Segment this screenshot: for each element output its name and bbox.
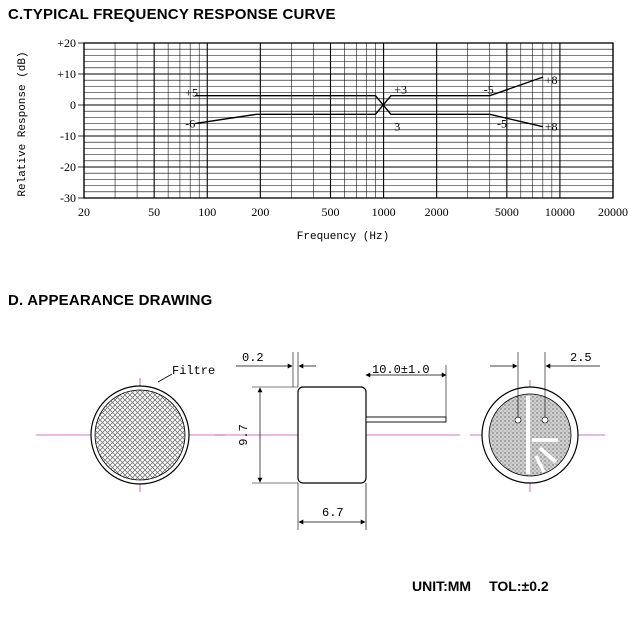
y-tick-label: +20 [57,36,76,50]
unit-tolerance-note: UNIT:MM TOL:±0.2 [412,578,567,594]
side-view: 0.2 10.0±1.0 9.7 6.7 [215,351,460,530]
curve-annotation: 3 [394,120,400,134]
back-view: 2.5 [470,351,605,492]
pin [365,416,447,423]
x-tick-label: 5000 [495,205,519,219]
x-tick-label: 100 [198,205,216,219]
y-tick-label: 0 [70,98,76,112]
curve-annotation: -6 [185,117,195,131]
chart-annotations: +5 -6 +3 3 -5 -5 +8 +8 [185,73,557,134]
curve-section-title: C.TYPICAL FREQUENCY RESPONSE CURVE [8,6,336,23]
front-view: Filtre [36,364,225,492]
width-dimension: 6.7 [322,506,344,520]
capsule-body [297,386,367,484]
y-tick-label: -30 [60,191,76,205]
x-tick-label: 20000 [598,205,628,219]
tolerance-label: TOL:±0.2 [489,578,549,594]
response-line-2 [194,94,543,128]
x-tick-label: 20 [78,205,90,219]
curve-annotation: +3 [394,83,407,97]
x-axis-label: Frequency (Hz) [297,231,389,243]
x-tick-label: 10000 [545,205,575,219]
filter-mesh [94,389,186,481]
curve-annotation: -5 [484,83,494,97]
height-dimension: 9.7 [237,424,251,446]
x-tick-label: 500 [322,205,340,219]
drawing-section-title: D. APPEARANCE DRAWING [8,292,213,309]
chart-series [194,76,544,128]
thickness-dimension: 0.2 [242,351,264,365]
y-tick-label: +10 [57,67,76,81]
y-tick-label: -10 [60,129,76,143]
x-tick-label: 50 [148,205,160,219]
chart-grid [83,42,614,199]
y-tick-label: -20 [60,160,76,174]
pin-spacing-dimension: 2.5 [570,351,592,365]
x-tick-label: 2000 [425,205,449,219]
unit-label: UNIT:MM [412,578,472,594]
curve-annotation: +5 [185,86,198,100]
pin-length-dimension: 10.0±1.0 [372,363,430,377]
filtre-label: Filtre [172,364,215,378]
curve-annotation: +8 [545,120,558,134]
y-axis-label: Relative Response (dB) [17,51,29,196]
x-tick-label: 1000 [372,205,396,219]
filtre-leader [157,373,173,383]
x-tick-label: 200 [251,205,269,219]
curve-annotation: +8 [545,73,558,87]
curve-annotation: -5 [497,117,507,131]
